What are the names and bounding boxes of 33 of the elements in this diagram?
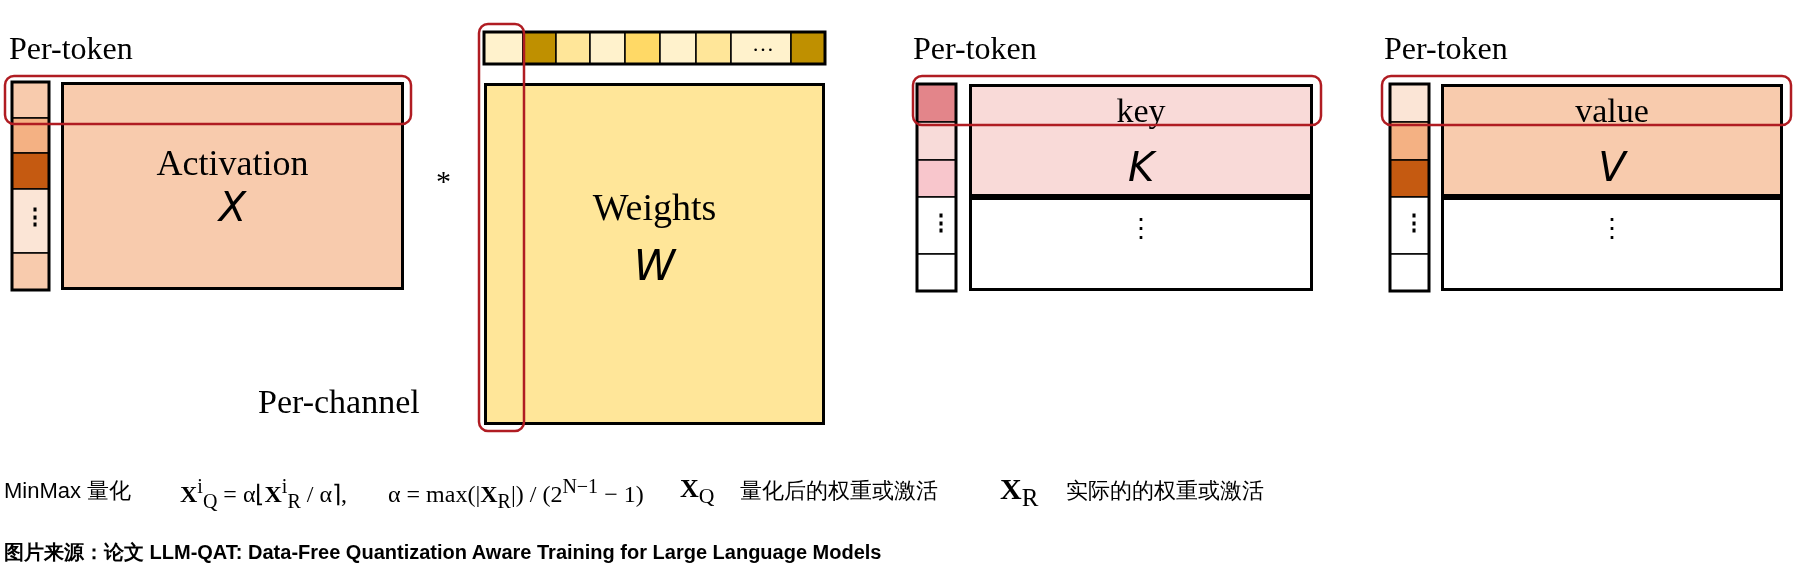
matrix-label: ⋮ <box>1599 214 1625 244</box>
formula-label: MinMax 量化 <box>4 480 132 502</box>
matrix-symbol: K <box>1127 144 1155 191</box>
ellipsis: ⋮ <box>930 212 952 234</box>
matrix-row-box <box>969 84 1313 197</box>
matrix-row-box <box>1441 84 1783 197</box>
quantization-label: Per-token <box>1384 32 1508 64</box>
matrix-symbol: W <box>633 241 676 290</box>
matrix-symbol: V <box>1598 144 1626 191</box>
formula: X$^{i}$$_{Q}$ = α⌊X$^{i}$$_{R}$ / α⌉, <box>180 476 347 511</box>
matrix-label: key <box>1116 90 1166 131</box>
caption: 图片来源：论文 LLM-QAT: Data-Free Quantization Aware Training for Large Language Models <box>4 542 882 562</box>
matrix-label: Weights <box>592 186 717 230</box>
legend-text: 实际的的权重或激活 <box>1066 480 1264 502</box>
multiply-sign: * <box>436 166 451 196</box>
matrix-label: value <box>1575 90 1649 131</box>
matrix-row-box <box>969 197 1313 291</box>
matrix-row-box <box>1441 197 1783 291</box>
quantization-label: Per-token <box>913 32 1037 64</box>
quantization-label: Per-token <box>9 32 133 64</box>
ellipsis: ⋮ <box>24 206 46 228</box>
formula: α = max(|X$_{R}$|) / (2$^{N−1}$ − 1) <box>388 476 644 511</box>
formula-symbol: X$_{Q}$ <box>680 476 715 508</box>
ellipsis: … <box>752 33 774 55</box>
quantization-label: Per-channel <box>258 385 420 419</box>
matrix-box <box>61 82 404 290</box>
formula-symbol: X$_{R}$ <box>1000 474 1039 510</box>
matrix-label: Activation <box>156 143 309 185</box>
ellipsis: ⋮ <box>1403 212 1425 234</box>
matrix-symbol: X <box>218 184 247 231</box>
matrix-box <box>484 83 825 425</box>
legend-text: 量化后的权重或激活 <box>740 480 938 502</box>
matrix-label: ⋮ <box>1128 214 1154 244</box>
